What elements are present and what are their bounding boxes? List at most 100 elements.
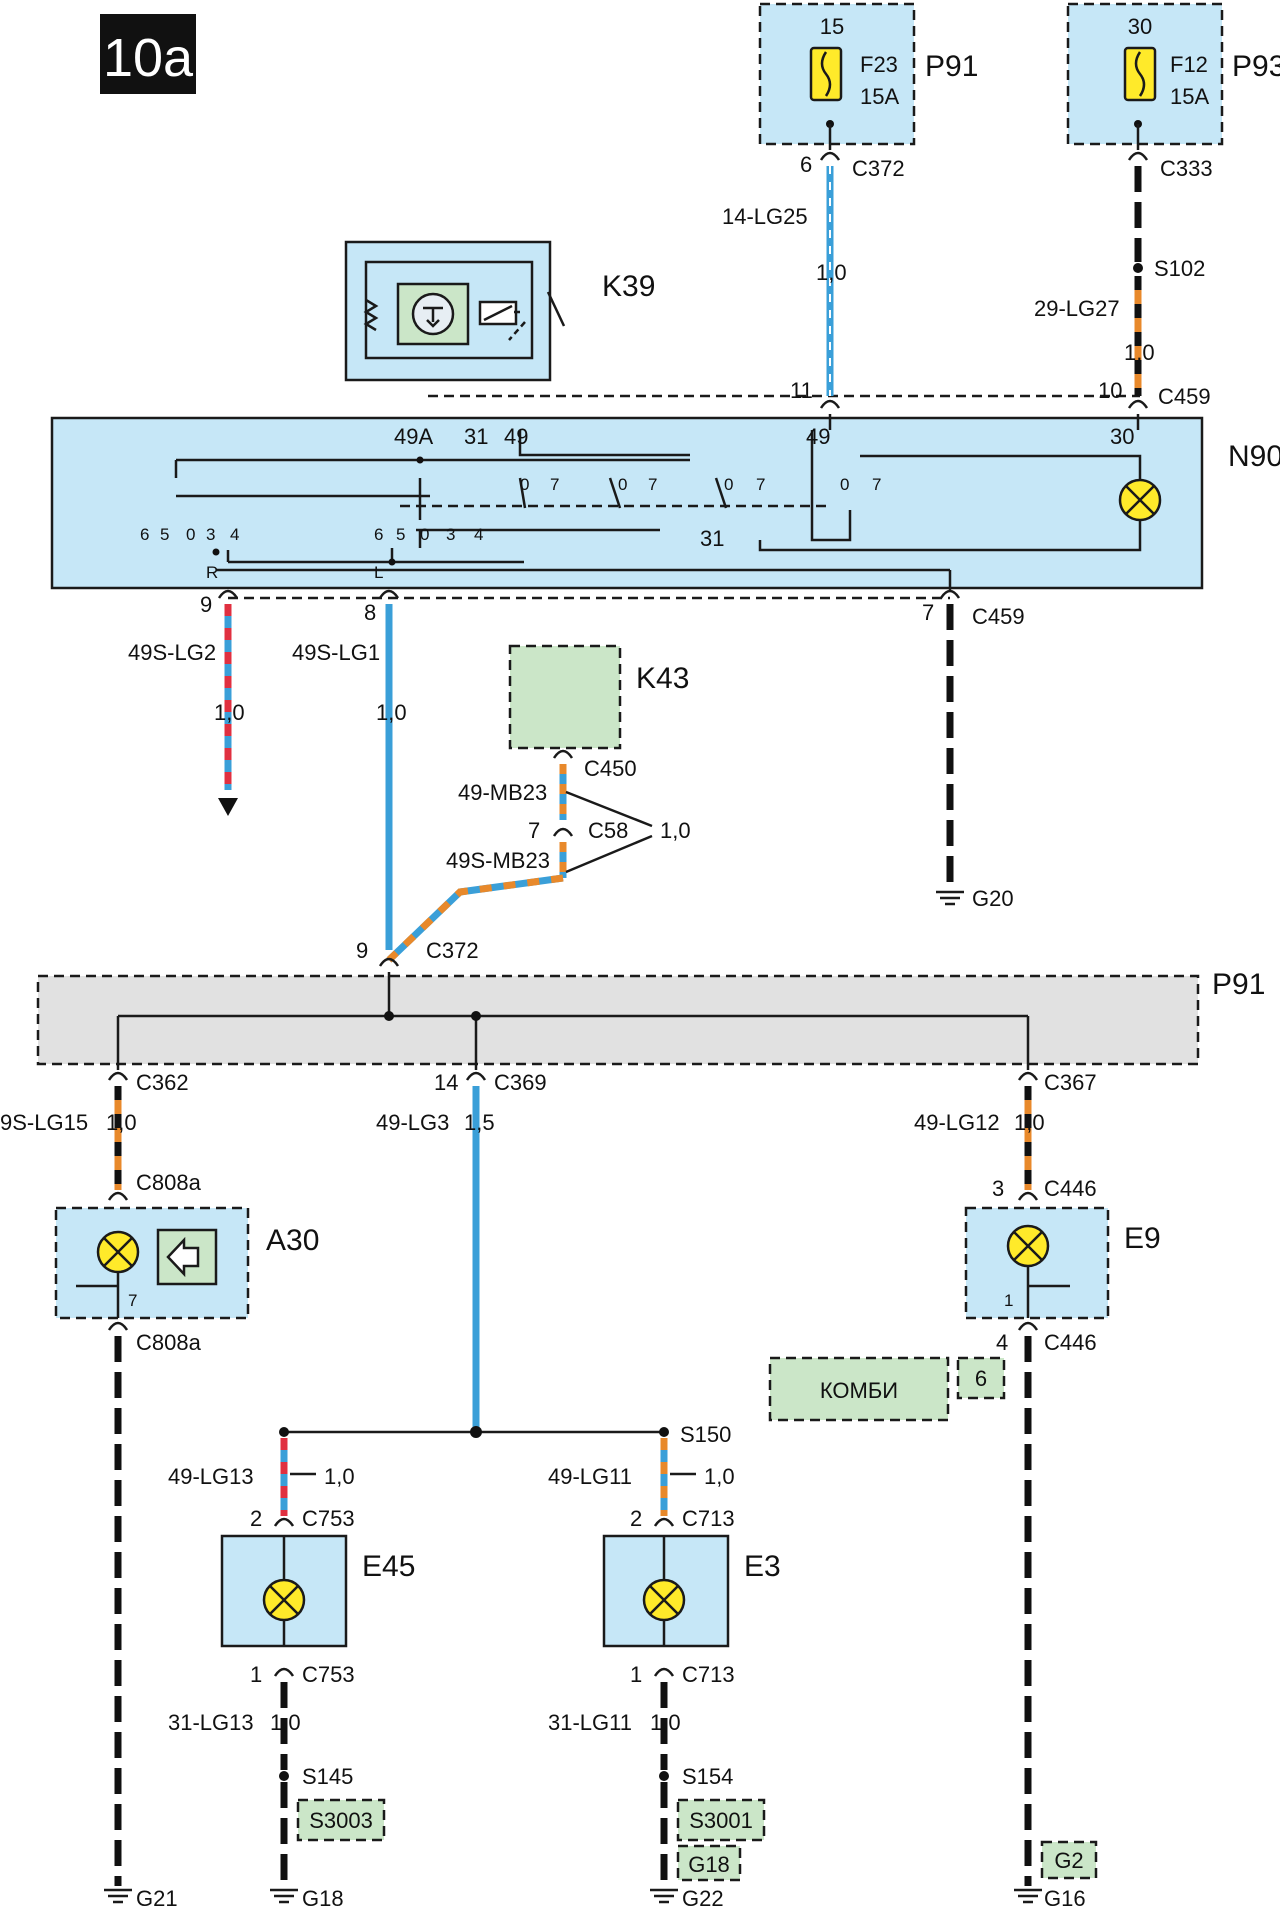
kombi-label: КОМБИ — [820, 1378, 898, 1403]
pin-9: 9 — [200, 592, 212, 617]
ground-g18: G18 — [302, 1886, 344, 1911]
switch-mark: 0 — [840, 475, 849, 494]
switch-mark: 4 — [230, 525, 239, 544]
switch-marks-row2: 6 5 0 3 4 L — [374, 525, 483, 582]
fuse-f23-rating: 15A — [860, 84, 899, 109]
switch-mark: 6 — [140, 525, 149, 544]
lamp-e3: 49-LG11 1,0 2 C713 E3 1 C713 31-LG11 1,0… — [548, 1438, 781, 1911]
lamp-e3-label: E3 — [744, 1550, 781, 1583]
connector-c369: C369 — [494, 1070, 547, 1095]
branch-e9: C367 49-LG12 1,0 3 C446 1 E9 4 C446 G2 G… — [914, 1070, 1161, 1911]
splice-s154: S154 — [682, 1764, 733, 1789]
wire-lg25-label: 14-LG25 — [722, 204, 808, 229]
connector-c367: C367 — [1044, 1070, 1097, 1095]
connector-c459-bot: C459 — [972, 604, 1025, 629]
switch-mark: 7 — [872, 475, 881, 494]
connector-c333: C333 — [1160, 156, 1213, 181]
switch-mark: 0 — [724, 475, 733, 494]
switch-mark: 7 — [550, 475, 559, 494]
pin-2-c753: 2 — [250, 1506, 262, 1531]
branch-lg3: 14 C369 49-LG3 1,5 S150 — [279, 1070, 731, 1447]
switch-mark: 3 — [206, 525, 215, 544]
gauge-lg13: 1,0 — [324, 1464, 355, 1489]
pin-14: 14 — [434, 1070, 458, 1095]
wire-g20: 7 C459 G20 — [922, 589, 1025, 911]
wire-lg13g-label: 31-LG13 — [168, 1710, 254, 1735]
switch-marks-row1: 6 5 0 3 4 R — [140, 525, 239, 582]
gauge-lg13g: 1,0 — [270, 1710, 301, 1735]
switch-mark: 5 — [396, 525, 405, 544]
switch-mark-l: L — [374, 563, 383, 582]
pin-10: 10 — [1098, 378, 1122, 403]
gauge-lg15: 1,0 — [106, 1110, 137, 1135]
pin-4-c446: 4 — [996, 1330, 1008, 1355]
switch-mark: 7 — [648, 475, 657, 494]
gauge-lg11g: 1,0 — [650, 1710, 681, 1735]
wire-mb23s-label: 49S-MB23 — [446, 848, 550, 873]
gauge-mb23: 1,0 — [660, 818, 691, 843]
relay-k39: K39 — [344, 240, 655, 382]
wire-lg25: 6 C372 14-LG25 1,0 11 — [722, 124, 905, 430]
tag-s3003: S3003 — [309, 1808, 373, 1833]
fuse-f12-name: F12 — [1170, 52, 1208, 77]
pin-7-c459: 7 — [922, 600, 934, 625]
switch-mark: 7 — [756, 475, 765, 494]
ground-g21: G21 — [136, 1886, 178, 1911]
switch-mark: 6 — [374, 525, 383, 544]
wire-lg11g-label: 31-LG11 — [548, 1710, 632, 1735]
connector-c450: C450 — [584, 756, 637, 781]
wire-lg12-label: 49-LG12 — [914, 1110, 1000, 1135]
connector-c372-mid: C372 — [426, 938, 479, 963]
connector-c446-top: C446 — [1044, 1176, 1097, 1201]
gauge-lg11: 1,0 — [704, 1464, 735, 1489]
connector-c459-top: C459 — [1158, 384, 1211, 409]
wire-lg2: 9 49S-LG2 1,0 — [128, 589, 245, 816]
page-label-text: 10a — [103, 28, 194, 88]
ground-g20: G20 — [972, 886, 1014, 911]
switch-mark: 0 — [618, 475, 627, 494]
wire-lg1-label: 49S-LG1 — [292, 640, 380, 665]
gauge-lg25: 1,0 — [816, 260, 847, 285]
bus-p91: 9 C372 P91 — [36, 938, 1265, 1070]
switch-mark: 5 — [160, 525, 169, 544]
lamp-e45: 49-LG13 1,0 2 C753 E45 1 C753 31-LG13 1,… — [168, 1438, 415, 1911]
pin-8: 8 — [364, 600, 376, 625]
tag-g2: G2 — [1054, 1848, 1083, 1873]
kombi-pin: 6 — [975, 1366, 987, 1391]
connector-c713-top: C713 — [682, 1506, 735, 1531]
wire-mb23-label: 49-MB23 — [458, 780, 547, 805]
connector-c713-bot: C713 — [682, 1662, 735, 1687]
pin-1-e9: 1 — [1004, 1291, 1013, 1310]
connector-c362: C362 — [136, 1070, 189, 1095]
pin-7-c58: 7 — [528, 818, 540, 843]
gauge-lg3: 1,5 — [464, 1110, 495, 1135]
connector-c58: C58 — [588, 818, 628, 843]
ground-g16: G16 — [1044, 1886, 1086, 1911]
fuse-box-p91: 15 F23 15A P91 — [758, 2, 978, 146]
wire-lg11-label: 49-LG11 — [548, 1464, 632, 1489]
fuse-f12-rating: 15A — [1170, 84, 1209, 109]
module-n90: N90 — [50, 416, 1280, 590]
pin-11: 11 — [790, 378, 813, 403]
tag-s3001: S3001 — [689, 1808, 753, 1833]
pin-49A: 49A — [394, 424, 433, 449]
fuse-f23-top-pin: 15 — [820, 14, 844, 39]
fuse-f23-name: F23 — [860, 52, 898, 77]
wire-lg3-label: 49-LG3 — [376, 1110, 449, 1135]
connector-c753-bot: C753 — [302, 1662, 355, 1687]
bus-p91-label: P91 — [1212, 968, 1265, 1001]
fuse-f12-top-pin: 30 — [1128, 14, 1152, 39]
connector-c446-bot: C446 — [1044, 1330, 1097, 1355]
pin-1-c713: 1 — [630, 1662, 642, 1687]
gauge-lg2: 1,0 — [214, 700, 245, 725]
pin-6-c372: 6 — [800, 152, 812, 177]
switch-marks-07: 0 7 0 7 0 7 0 7 — [520, 475, 881, 494]
wire-lg1: 8 49S-LG1 1,0 — [292, 589, 407, 950]
module-n90-label: N90 — [1228, 440, 1280, 473]
pin-49-n90: 49 — [806, 424, 830, 449]
branch-a30: C362 9S-LG15 1,0 C808a 7 A30 C808a G21 — [0, 1070, 319, 1911]
pin-49: 49 — [504, 424, 528, 449]
switch-mark-r: R — [206, 563, 218, 582]
wire-lg15-label: 9S-LG15 — [0, 1110, 88, 1135]
